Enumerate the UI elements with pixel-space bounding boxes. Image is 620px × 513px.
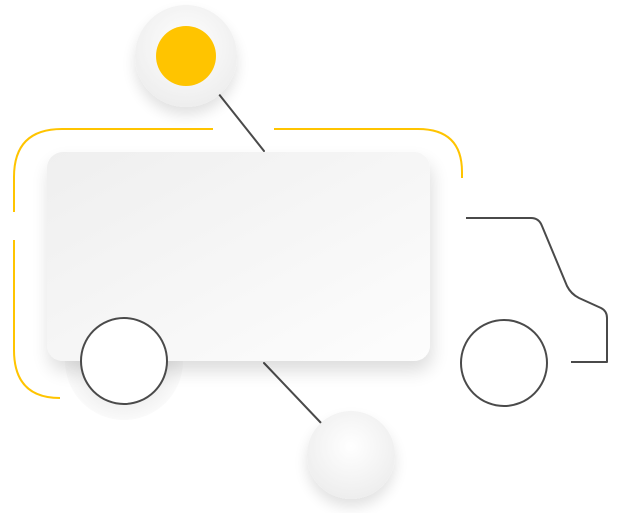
front-wheel	[461, 320, 547, 406]
top-marker-dot	[156, 26, 216, 86]
top-connector-line	[218, 93, 264, 151]
bottom-connector-line	[264, 363, 322, 424]
rear-wheel	[81, 318, 167, 404]
bottom-marker-disc	[307, 411, 395, 499]
